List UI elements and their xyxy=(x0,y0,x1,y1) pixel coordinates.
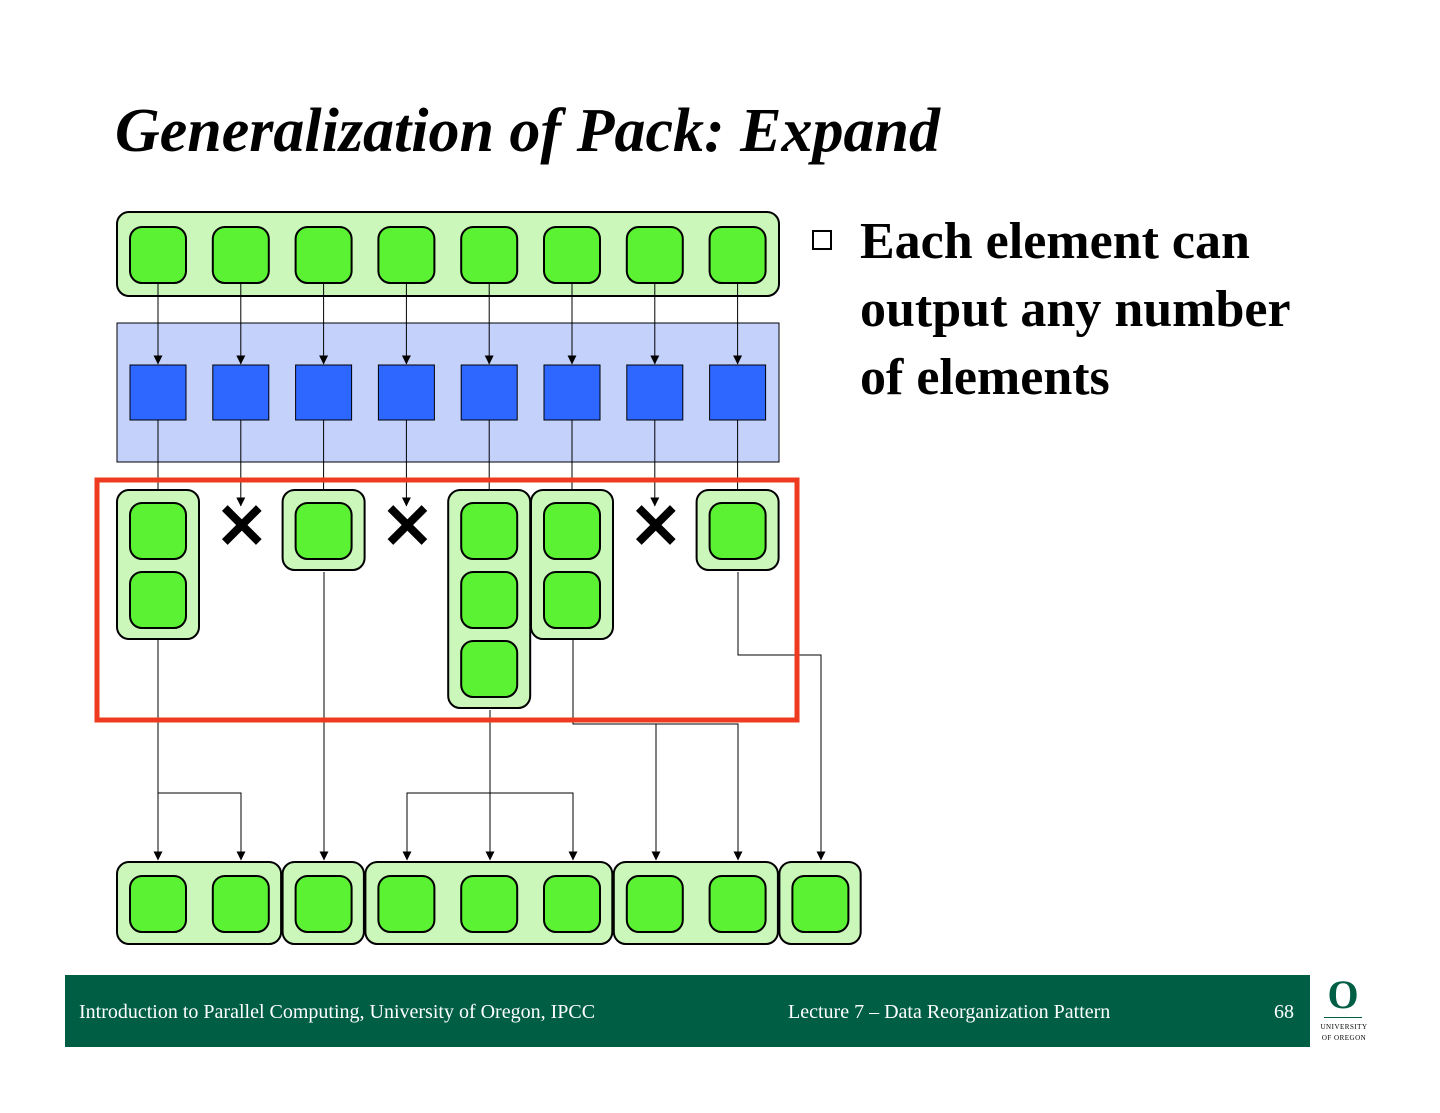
bullet-line: output any number xyxy=(860,281,1291,338)
output-group xyxy=(530,489,614,640)
university-logo: O UNIVERSITY OF OREGON xyxy=(1312,975,1378,1047)
output-containers xyxy=(116,861,862,945)
data-element xyxy=(294,226,353,284)
bullet-line: of elements xyxy=(860,349,1110,406)
routing-line xyxy=(402,792,490,861)
output-container xyxy=(116,861,283,945)
highlight-box xyxy=(94,477,800,723)
data-element xyxy=(460,226,519,284)
footer-course: Introduction to Parallel Computing, Univ… xyxy=(79,1001,596,1023)
data-element xyxy=(543,226,601,284)
data-element xyxy=(129,875,187,933)
function-box xyxy=(543,364,601,421)
square-bullet-icon xyxy=(812,230,832,250)
routing-line xyxy=(572,640,661,861)
data-element xyxy=(460,640,519,698)
bullet-line: Each element can xyxy=(860,213,1250,270)
data-element xyxy=(708,502,767,560)
data-element xyxy=(129,571,187,629)
function-box xyxy=(295,364,353,421)
footer-bar: Introduction to Parallel Computing, Univ… xyxy=(65,975,1310,1047)
output-group xyxy=(695,489,780,571)
data-element xyxy=(129,226,187,284)
output-group xyxy=(447,489,532,709)
routing-line xyxy=(490,792,578,861)
data-element xyxy=(129,502,187,560)
data-element xyxy=(294,502,353,560)
data-element xyxy=(460,502,519,560)
bullet-item: Each element can output any number of el… xyxy=(812,208,1412,412)
data-element xyxy=(211,875,270,933)
data-element xyxy=(543,875,601,933)
data-element xyxy=(294,875,353,933)
data-element xyxy=(377,226,436,284)
discard-stroke xyxy=(221,505,262,545)
data-element xyxy=(211,226,270,284)
data-element xyxy=(543,571,601,629)
input-container xyxy=(116,211,780,297)
data-element xyxy=(460,875,519,933)
footer-lecture: Lecture 7 – Data Reorganization Pattern xyxy=(788,1001,1111,1023)
data-element xyxy=(708,875,767,933)
output-container xyxy=(364,861,614,945)
routing-line xyxy=(158,792,246,861)
output-container xyxy=(281,861,365,945)
bullet-text: Each element can output any number of el… xyxy=(860,208,1412,412)
discard-x-icon xyxy=(221,505,262,545)
function-box xyxy=(460,364,518,421)
logo-divider xyxy=(1324,1017,1362,1018)
page-number: 68 xyxy=(1274,1001,1294,1023)
data-element xyxy=(543,502,601,560)
slide-title: Generalization of Pack: Expand xyxy=(115,97,940,165)
data-element xyxy=(377,875,436,933)
logo-o-icon: O xyxy=(1327,972,1359,1017)
function-box xyxy=(626,364,684,421)
function-boxes xyxy=(129,364,767,421)
function-box xyxy=(709,364,767,421)
routing-line xyxy=(737,572,826,861)
output-group xyxy=(116,489,200,640)
logo-line-1: UNIVERSITY xyxy=(1320,1023,1368,1031)
function-box xyxy=(377,364,435,421)
discard-x-icon xyxy=(387,505,428,545)
input-elements xyxy=(129,226,767,284)
function-box xyxy=(129,364,187,421)
connectors xyxy=(153,284,826,861)
data-element xyxy=(625,226,684,284)
data-element xyxy=(791,875,850,933)
data-element xyxy=(460,571,519,629)
output-groups xyxy=(116,489,780,709)
data-element xyxy=(708,226,767,284)
logo-line-2: OF OREGON xyxy=(1321,1034,1367,1042)
routing-line xyxy=(656,723,743,861)
output-group xyxy=(281,489,366,571)
function-box xyxy=(212,364,270,421)
data-element xyxy=(625,875,684,933)
discard-stroke xyxy=(387,505,428,545)
output-container xyxy=(778,861,862,945)
discard-stroke xyxy=(635,505,676,545)
output-container xyxy=(612,861,779,945)
discard-x-icon xyxy=(635,505,676,545)
